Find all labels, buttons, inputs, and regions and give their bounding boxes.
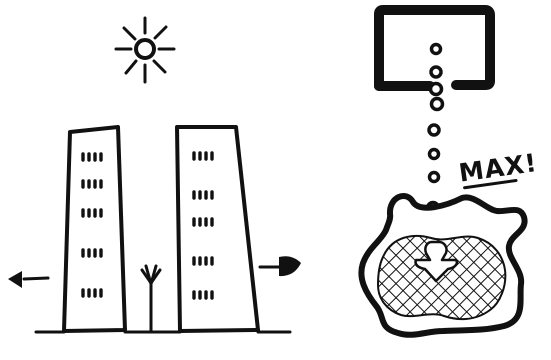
arrow-right-icon	[258, 256, 301, 277]
left-building	[62, 125, 127, 333]
speech-frame-icon	[374, 5, 495, 91]
left-building-windows	[81, 152, 103, 298]
cloud-icon	[358, 193, 528, 338]
right-building-windows	[192, 151, 214, 300]
sun-icon	[114, 16, 176, 84]
tree-icon	[134, 264, 169, 334]
thought-bubbles-icon	[425, 42, 445, 216]
arrow-left-icon	[8, 271, 50, 288]
right-building	[175, 125, 260, 333]
down-arrow-icon	[414, 240, 459, 283]
